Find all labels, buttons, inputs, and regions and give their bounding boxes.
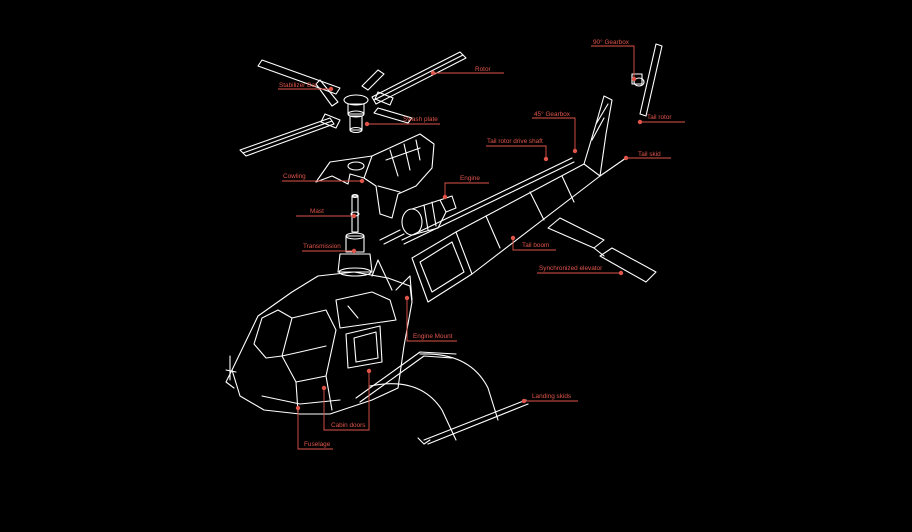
- fuselage-drawing: [225, 259, 413, 415]
- stabilizer-bar-label: Stabilizer Bar: [279, 82, 318, 89]
- tail-boom-drawing: [411, 95, 627, 303]
- transmission-drawing: [337, 232, 373, 277]
- label-cabin-doors: Cabin doors: [321, 368, 372, 431]
- callout-labels: Rotor Stabilizer Bar Swash plate 90° Gea…: [278, 38, 685, 450]
- tail-boom-label: Tail boom: [522, 242, 549, 249]
- cowling-label: Cowling: [283, 173, 306, 180]
- label-transmission: Transmission: [302, 243, 357, 254]
- landing-skids-label: Landing skids: [532, 393, 571, 400]
- tail-rotor-drawing: [631, 43, 663, 117]
- drive-shaft-drawing: [401, 157, 575, 245]
- synchronized-elevator-label: Synchronized elevator: [539, 265, 603, 272]
- label-tail-skid: Tail skid: [623, 151, 671, 161]
- label-tail-rotor-drive-shaft: Tail rotor drive shaft: [486, 138, 549, 162]
- label-fuselage: Fuselage: [295, 405, 333, 450]
- label-engine-mount: Engine Mount: [404, 295, 457, 342]
- label-swash-plate: Swash plate: [364, 116, 440, 127]
- label-engine: Engine: [442, 175, 489, 200]
- label-cowling: Cowling: [282, 173, 365, 184]
- helicopter-illustration: [225, 43, 663, 445]
- label-stabilizer-bar: Stabilizer Bar: [278, 82, 334, 92]
- tail-rotor-drive-shaft-label: Tail rotor drive shaft: [487, 138, 543, 145]
- engine-label: Engine: [460, 175, 480, 182]
- label-landing-skids: Landing skids: [521, 393, 578, 404]
- label-gearbox-90: 90° Gearbox: [591, 38, 637, 82]
- mast-drawing: [350, 194, 360, 233]
- tail-rotor-label: Tail rotor: [647, 114, 672, 121]
- label-rotor: Rotor: [430, 66, 504, 76]
- fuselage-label: Fuselage: [304, 441, 331, 448]
- gearbox-90-label: 90° Gearbox: [593, 38, 630, 46]
- engine-mount-label: Engine Mount: [413, 333, 453, 340]
- cowling-drawing: [315, 133, 435, 219]
- label-tail-boom: Tail boom: [510, 235, 556, 251]
- label-synchronized-elevator: Synchronized elevator: [537, 265, 624, 276]
- label-tail-rotor: Tail rotor: [637, 114, 685, 125]
- elevator-drawing: [547, 217, 657, 283]
- tail-skid-label: Tail skid: [638, 151, 661, 158]
- transmission-label: Transmission: [303, 243, 341, 250]
- rotor-label: Rotor: [475, 66, 491, 73]
- gearbox-45-label: 45° Gearbox: [534, 110, 571, 118]
- cabin-doors-label: Cabin doors: [331, 422, 365, 429]
- mast-label: Mast: [310, 208, 324, 215]
- landing-skids-drawing: [355, 351, 529, 445]
- engine-drawing: [379, 195, 457, 245]
- label-mast: Mast: [296, 208, 357, 219]
- label-gearbox-45: 45° Gearbox: [532, 110, 578, 154]
- main-rotor-drawing: [239, 51, 467, 157]
- swash-plate-label: Swash plate: [403, 116, 438, 123]
